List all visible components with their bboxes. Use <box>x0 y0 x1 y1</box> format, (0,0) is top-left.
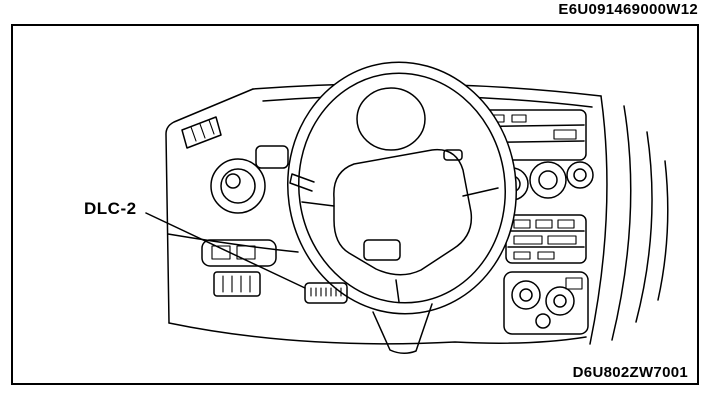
left-round-vent <box>210 158 266 214</box>
headlight-switch-panel <box>255 145 289 169</box>
hazard-switch <box>443 149 463 161</box>
figure-code-bottom: D6U802ZW7001 <box>572 364 688 381</box>
instrument-cluster-circle <box>356 87 426 151</box>
figure-frame <box>11 24 699 385</box>
hub-emblem <box>363 239 401 261</box>
dashboard-outline <box>165 83 669 345</box>
left-defroster-vent <box>181 116 222 149</box>
steering-column <box>372 303 433 354</box>
climate-controls <box>503 271 589 335</box>
figure-code-top: E6U091469000W12 <box>558 1 698 18</box>
left-spoke <box>301 201 335 207</box>
dlc2-label: DLC-2 <box>84 199 137 218</box>
airbag-hub <box>333 148 473 276</box>
left-lower-grille <box>213 271 261 297</box>
right-spoke <box>462 187 499 197</box>
lower-spoke <box>395 279 400 303</box>
steering-wheel <box>287 61 517 354</box>
center-stack-buttons <box>505 214 587 264</box>
steering-wheel-inner-rim <box>298 72 506 304</box>
dlc2-connector <box>304 282 348 304</box>
turn-signal-stalk <box>289 173 315 192</box>
dlc2-leader-line <box>145 212 306 289</box>
